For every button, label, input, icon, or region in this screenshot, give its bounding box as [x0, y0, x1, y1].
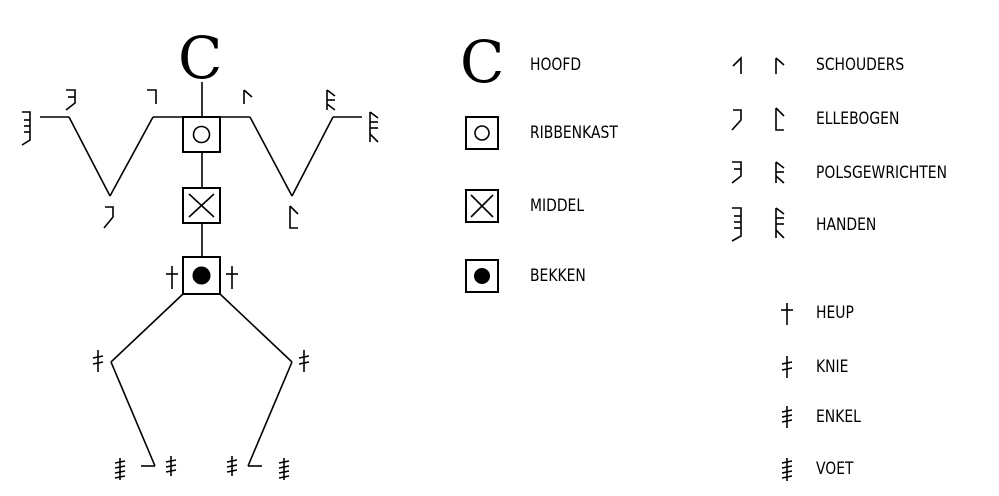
legend-knee-label: KNIE	[816, 357, 848, 377]
wrist-right-symbol	[326, 89, 336, 111]
legend-head-label: HOOFD	[530, 55, 581, 75]
knee-left-symbol	[92, 350, 104, 372]
legend-ankle-icon	[781, 406, 793, 428]
ankle-right-symbol	[226, 456, 238, 476]
hip-left-symbol	[166, 266, 178, 289]
legend-hip-label: HEUP	[816, 303, 854, 323]
legend-knee-icon	[781, 356, 793, 378]
hand-right-symbol	[369, 111, 379, 143]
shoulder-right-symbol	[243, 89, 253, 104]
legend-hip-icon	[781, 303, 793, 325]
legend-arm-joints: SCHOUDERS ELLEBOGEN POLSGEWRICHTEN HANDE…	[731, 55, 947, 242]
shoulder-left-symbol	[147, 89, 157, 104]
legend-middle-label: MIDDEL	[530, 196, 584, 216]
head-symbol: C	[178, 24, 222, 92]
legend-foot-icon	[781, 458, 793, 481]
legend-foot-label: VOET	[816, 459, 854, 479]
legend-wrist-left-icon	[731, 161, 742, 184]
legend-leg-joints: HEUP KNIE ENKEL VOET	[781, 303, 861, 481]
legend-elbow-right-icon	[775, 107, 785, 131]
stick-figure: C	[21, 24, 379, 480]
legend-pelvis-label: BEKKEN	[530, 266, 586, 286]
legend-shoulders-label: SCHOUDERS	[816, 55, 904, 75]
left-arm	[40, 116, 154, 197]
legend-elbows-label: ELLEBOGEN	[816, 109, 899, 129]
legend-head-symbol: C	[460, 28, 504, 96]
left-leg	[110, 293, 184, 467]
legend-ankle-label: ENKEL	[816, 407, 861, 427]
hip-right-symbol	[226, 266, 238, 289]
middle-box	[182, 187, 221, 224]
legend-hands-label: HANDEN	[816, 215, 876, 235]
elbow-left-symbol	[103, 206, 114, 229]
wrist-left-symbol	[65, 89, 76, 111]
legend-shoulder-left-icon	[732, 56, 742, 74]
ribcage-box	[182, 116, 221, 153]
ankle-left-symbol	[165, 456, 177, 476]
legend-middle-symbol	[465, 189, 499, 223]
right-leg	[219, 293, 293, 467]
legend-body-parts: C HOOFD RIBBENKAST MIDDEL BEKKEN	[460, 28, 618, 293]
legend-hand-left-icon	[731, 207, 742, 242]
right-arm	[249, 116, 362, 197]
legend-wrist-right-icon	[775, 161, 785, 184]
foot-right-symbol	[278, 458, 290, 480]
legend-ribcage-symbol	[465, 116, 499, 150]
legend-hand-right-icon	[775, 207, 785, 239]
legend-wrists-label: POLSGEWRICHTEN	[816, 163, 947, 183]
foot-left-symbol	[114, 458, 126, 480]
legend-ribcage-label: RIBBENKAST	[530, 123, 618, 143]
legend-elbow-left-icon	[731, 109, 742, 131]
legend-pelvis-symbol	[465, 259, 499, 293]
pelvis-box	[182, 256, 221, 295]
elbow-right-symbol	[289, 205, 299, 229]
knee-right-symbol	[298, 350, 310, 372]
hand-left-symbol	[21, 111, 31, 146]
legend-shoulder-right-icon	[775, 57, 785, 74]
